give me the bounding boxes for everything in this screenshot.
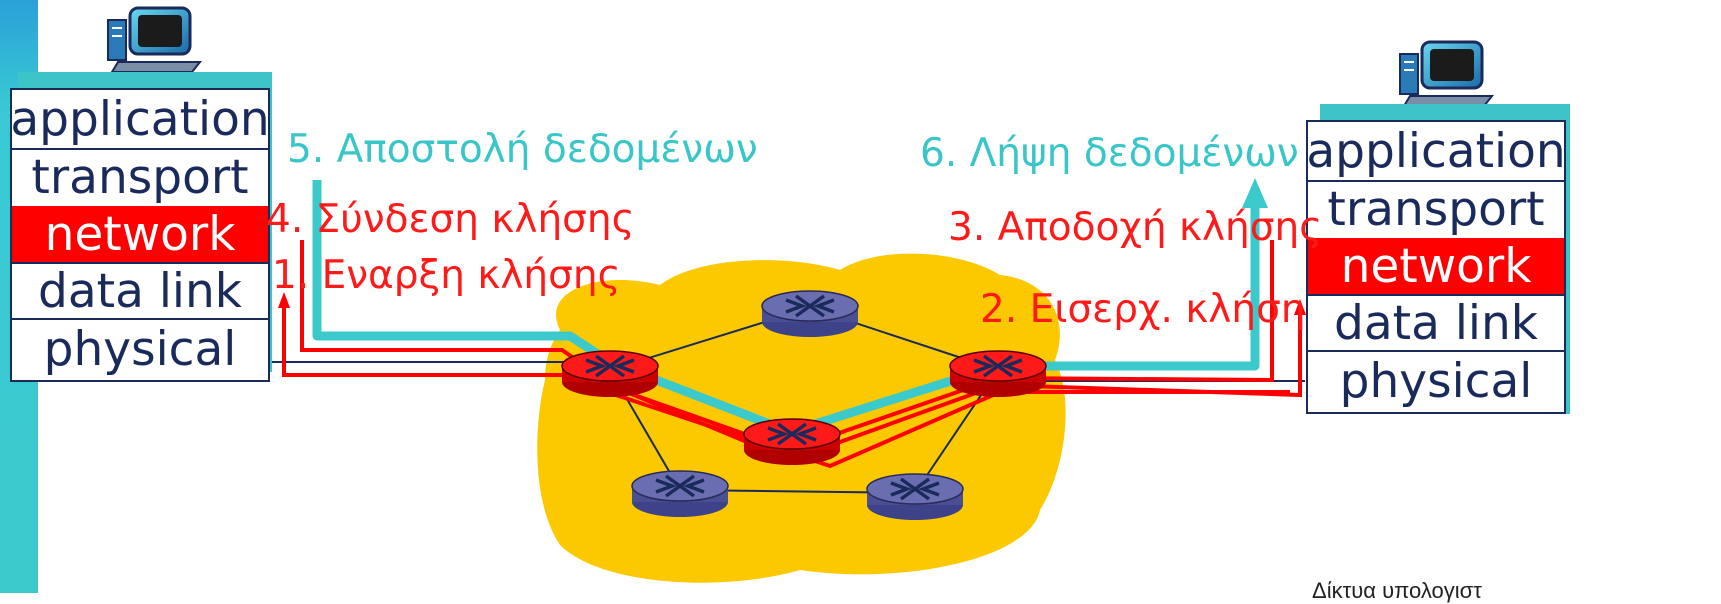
step6-label: 6. Λήψη δεδομένων <box>920 131 1299 176</box>
step2-label: 2. Εισερχ. κλήση <box>980 287 1306 332</box>
left-layer-divider <box>12 148 268 150</box>
data-path <box>312 180 1260 437</box>
right-layer-transport: transport <box>1327 182 1545 237</box>
step3-label: 3. Αποδοχή κλήσης <box>948 205 1323 250</box>
signaling-path <box>282 240 1302 469</box>
arrow-up-step6 <box>1242 178 1268 208</box>
arrow-up-step2 <box>1294 299 1306 315</box>
left-layer-divider <box>12 318 268 320</box>
right-layer-application: application <box>1306 123 1566 179</box>
right-layer-physical: physical <box>1339 353 1533 409</box>
right-layer-data-link: data link <box>1334 295 1538 351</box>
right-protocol-stack: application transport network data link … <box>1306 120 1566 414</box>
right-layer-divider <box>1308 294 1564 296</box>
left-protocol-stack: application transport network data link … <box>10 88 270 382</box>
step4-label: 4. Σύνδεση κλήσης <box>266 197 635 242</box>
step1-label: 1. Εναρξη κλήσης <box>272 253 621 298</box>
slide-footer: Δίκτυα υπολογιστ <box>1312 578 1482 603</box>
router-icon <box>561 290 1047 520</box>
left-layer-network: network <box>12 206 268 262</box>
step5-label: 5. Αποστολή δεδομένων <box>287 127 758 172</box>
left-layer-transport: transport <box>31 150 249 205</box>
left-layer-data-link: data link <box>38 263 242 319</box>
right-layer-network: network <box>1308 238 1564 294</box>
computer-icon <box>1399 40 1495 107</box>
right-layer-divider <box>1308 180 1564 182</box>
right-layer-divider <box>1308 350 1564 352</box>
left-layer-physical: physical <box>43 321 237 377</box>
left-layer-divider <box>12 262 268 264</box>
arrow-up-step1 <box>278 292 290 308</box>
left-layer-application: application <box>10 91 270 147</box>
computer-icon <box>107 6 203 73</box>
